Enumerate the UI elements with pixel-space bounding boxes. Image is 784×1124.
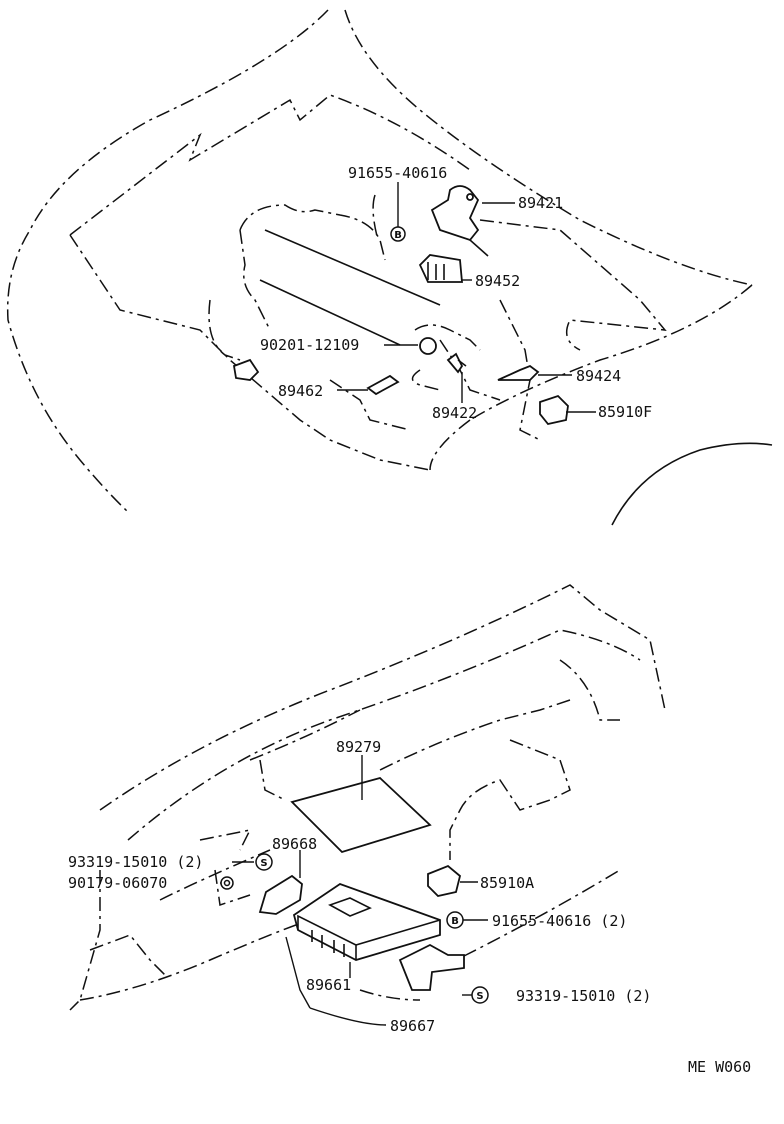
label-89462: 89462 xyxy=(278,382,323,400)
label-89668: 89668 xyxy=(272,835,317,853)
svg-text:S: S xyxy=(260,858,267,869)
part-89667-bracket[interactable] xyxy=(398,943,465,991)
part-85910A-relay[interactable] xyxy=(427,864,462,897)
part-89462-switch[interactable] xyxy=(366,374,400,396)
figure-code: ME W060 xyxy=(688,1058,751,1076)
part-89668-bracket[interactable] xyxy=(258,874,303,915)
part-89661-ecu[interactable] xyxy=(292,882,441,961)
bolt-symbol-lower: B xyxy=(446,911,464,929)
label-90179-06070: 90179-06070 xyxy=(68,874,167,892)
nut-symbol-left xyxy=(220,876,234,890)
label-89667: 89667 xyxy=(390,1017,435,1035)
part-89452-relay[interactable] xyxy=(418,254,463,283)
svg-text:B: B xyxy=(394,230,402,241)
bolt-symbol-upper: B xyxy=(390,226,406,242)
screw-symbol-right: S xyxy=(471,986,489,1004)
engine-compartment-outline xyxy=(6,9,773,526)
part-90201-washer[interactable] xyxy=(419,337,437,355)
label-89424: 89424 xyxy=(576,367,621,385)
label-89421: 89421 xyxy=(518,194,563,212)
label-90201-12109: 90201-12109 xyxy=(260,336,359,354)
svg-text:B: B xyxy=(451,916,459,927)
upper-leader-lines xyxy=(337,182,596,413)
label-91655-40616-2: 91655-40616 (2) xyxy=(492,912,627,930)
svg-text:S: S xyxy=(476,991,483,1002)
label-89422: 89422 xyxy=(432,404,477,422)
label-89452: 89452 xyxy=(475,272,520,290)
part-89424-sensor[interactable] xyxy=(497,364,540,381)
label-93319-15010-2-left: 93319-15010 (2) xyxy=(68,853,203,871)
label-91655-40616: 91655-40616 xyxy=(348,164,447,182)
label-93319-15010-2-right: 93319-15010 (2) xyxy=(516,987,651,1005)
part-grommet xyxy=(232,358,260,381)
label-85910F: 85910F xyxy=(598,403,652,421)
part-89279-sheet[interactable] xyxy=(290,776,432,854)
screw-symbol-left: S xyxy=(255,853,273,871)
part-89421-sensor[interactable] xyxy=(430,185,489,257)
label-89279: 89279 xyxy=(336,738,381,756)
label-89661: 89661 xyxy=(306,976,351,994)
part-85910F-relay[interactable] xyxy=(539,394,569,426)
part-89422-sensor[interactable] xyxy=(446,352,467,374)
label-85910A: 85910A xyxy=(480,874,534,892)
